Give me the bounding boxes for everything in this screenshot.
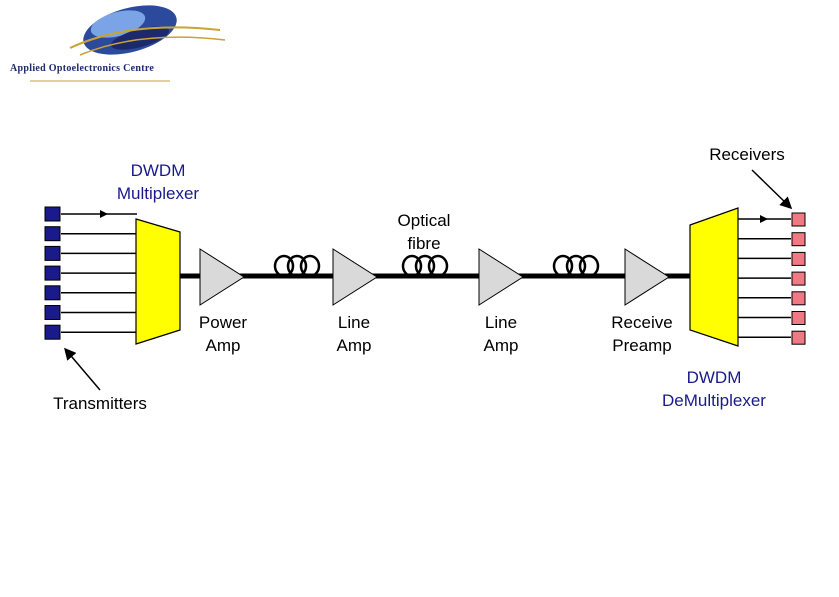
- dwdm-demultiplexer: [689, 207, 739, 347]
- receivers-label: Receivers: [709, 145, 785, 164]
- transmitter-box: [44, 206, 61, 222]
- transmitter-box: [44, 226, 61, 242]
- fibre-coil-1: [273, 254, 321, 278]
- receiver-box: [791, 271, 806, 286]
- dwdm-multiplexer-label: DWDM Multiplexer: [116, 161, 200, 203]
- optical-fibre-label: Optical fibre: [397, 211, 451, 253]
- receiver-box: [791, 311, 806, 325]
- transmitters-group: [44, 206, 137, 340]
- line-amp-2: [478, 248, 524, 306]
- receiver-box: [791, 330, 806, 345]
- receive-preamp-label: Receive Preamp: [611, 313, 673, 355]
- transmitters-pointer-arrow: [64, 347, 101, 391]
- tx-arrow-icon: [100, 210, 108, 218]
- receiver-box: [791, 232, 806, 247]
- dwdm-multiplexer: [135, 218, 181, 345]
- transmitter-box: [44, 245, 61, 261]
- fibre-coil-2: [401, 254, 449, 278]
- dwdm-demultiplexer-label: DWDM DeMultiplexer: [662, 368, 766, 410]
- receiver-box: [791, 251, 806, 266]
- transmitters-label: Transmitters: [53, 394, 147, 413]
- line-amp-1-label: Line Amp: [336, 313, 372, 355]
- transmitter-box: [44, 305, 61, 320]
- rx-arrow-icon: [760, 215, 768, 223]
- receive-preamp: [624, 248, 670, 306]
- line-amp-1: [332, 248, 378, 306]
- receiver-box: [791, 212, 806, 227]
- transmitter-box: [44, 265, 61, 281]
- receivers-pointer-arrow: [751, 169, 793, 210]
- logo-graphic: [30, 5, 226, 82]
- logo-org-name: Applied Optoelectronics Centre: [10, 63, 155, 74]
- transmitter-box: [44, 324, 61, 340]
- receivers-group: [737, 212, 806, 345]
- power-amp: [199, 248, 245, 306]
- fibre-coil-3: [552, 254, 600, 278]
- transmitter-box: [44, 285, 61, 301]
- power-amp-label: Power Amp: [198, 313, 248, 355]
- line-amp-2-label: Line Amp: [483, 313, 519, 355]
- receiver-box: [791, 291, 806, 306]
